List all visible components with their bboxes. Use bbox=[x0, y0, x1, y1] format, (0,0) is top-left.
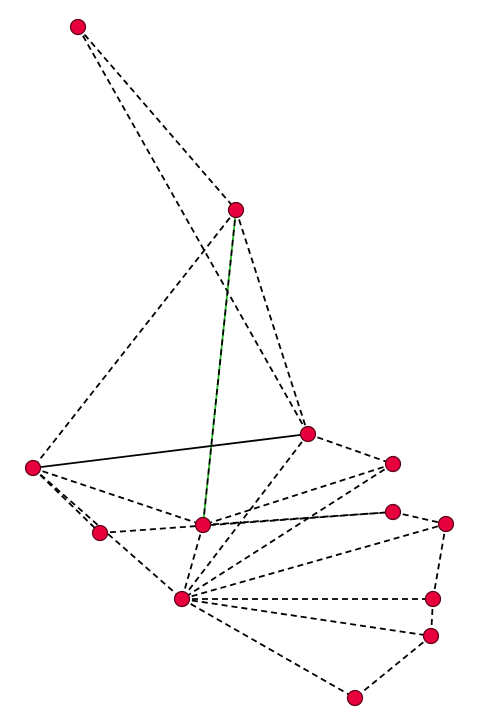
node-n13[interactable] bbox=[346, 689, 364, 707]
node-n5[interactable] bbox=[384, 455, 402, 473]
edge-n2-n6-dash bbox=[202, 209, 237, 526]
node-n7[interactable] bbox=[91, 524, 109, 542]
edge-n4-n5 bbox=[307, 433, 394, 465]
node-n10[interactable] bbox=[437, 515, 455, 533]
edge-n9-n10 bbox=[392, 511, 447, 525]
edge-n5-n6 bbox=[202, 463, 394, 526]
node-n12[interactable] bbox=[422, 627, 440, 645]
node-n9[interactable] bbox=[384, 503, 402, 521]
edge-n1-n2 bbox=[77, 26, 237, 211]
edge-n2-n4 bbox=[235, 209, 309, 435]
node-n8[interactable] bbox=[173, 590, 191, 608]
edge-n1-n4 bbox=[77, 26, 309, 435]
nodes-layer bbox=[24, 18, 455, 707]
edge-n8-n12 bbox=[181, 598, 432, 637]
edge-n4-n3 bbox=[32, 433, 309, 469]
edge-n8-n10 bbox=[181, 523, 447, 600]
node-n3[interactable] bbox=[24, 459, 42, 477]
node-n1[interactable] bbox=[69, 18, 87, 36]
node-n6[interactable] bbox=[194, 516, 212, 534]
edge-n7-n9 bbox=[99, 511, 394, 534]
edge-n12-n13 bbox=[354, 635, 432, 699]
edge-n8-n13 bbox=[181, 598, 356, 699]
edge-n3-n7 bbox=[32, 467, 101, 534]
edge-n5-n8 bbox=[181, 463, 394, 600]
edge-n6-n8 bbox=[181, 524, 204, 600]
edges-layer bbox=[32, 26, 447, 699]
edge-n10-n11 bbox=[432, 523, 447, 600]
edge-n3-n6 bbox=[32, 467, 204, 526]
node-n11[interactable] bbox=[424, 590, 442, 608]
node-n4[interactable] bbox=[299, 425, 317, 443]
edge-n2-n3 bbox=[32, 209, 237, 469]
edge-n3-n8 bbox=[32, 467, 183, 600]
edge-n4-n8 bbox=[181, 433, 309, 600]
node-n2[interactable] bbox=[227, 201, 245, 219]
